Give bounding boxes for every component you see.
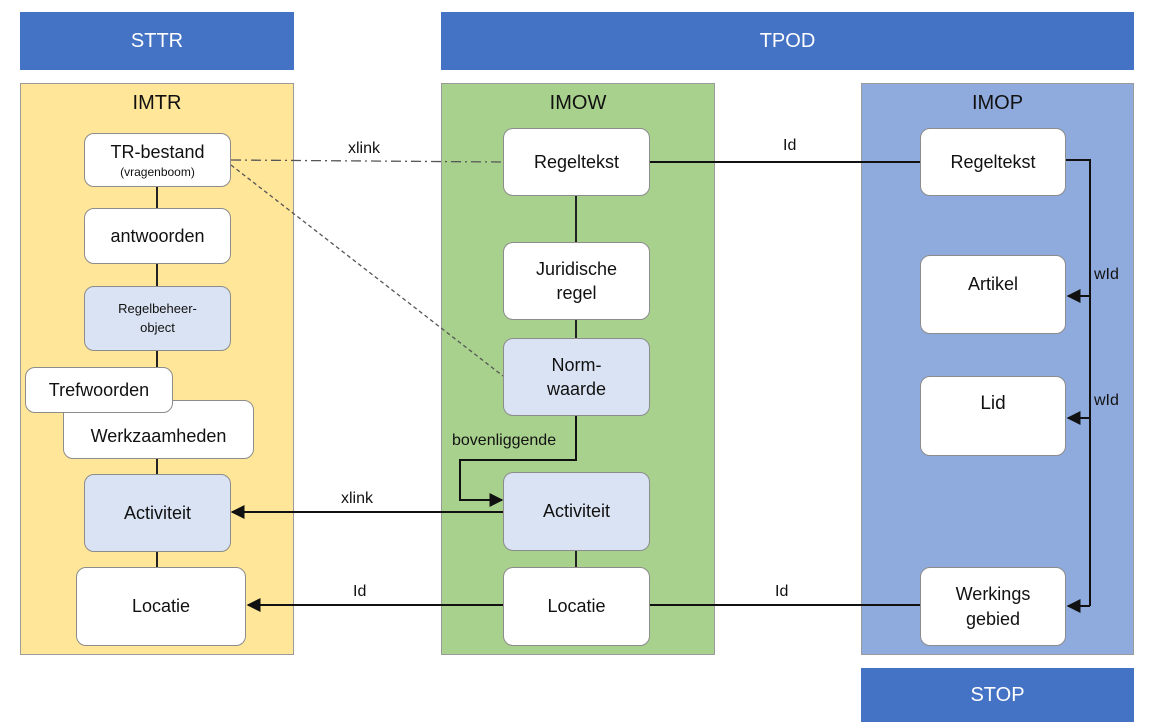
imtr-locatie-box: Locatie (76, 567, 246, 646)
normwaarde-box: Norm- waarde (503, 338, 650, 416)
id-top-label: Id (783, 137, 797, 154)
id-bottom-right-label: Id (775, 583, 789, 600)
imow-title: IMOW (549, 92, 607, 114)
imow-activiteit-box: Activiteit (503, 472, 650, 551)
xlink-top-label: xlink (348, 140, 381, 157)
regelbeheerobject-line1: Regelbeheer- (118, 300, 197, 316)
tr-bestand-label: TR-bestand (110, 141, 205, 162)
bovenliggende-label: bovenliggende (452, 432, 557, 449)
lid-box: Lid (920, 376, 1066, 456)
imow-regeltekst-label: Regeltekst (533, 151, 620, 172)
normwaarde-line2: waarde (546, 379, 607, 399)
stop-banner-label: STOP (970, 683, 1025, 706)
antwoorden-label: antwoorden (110, 225, 205, 246)
werkingsgebied-box: Werkings gebied (920, 567, 1066, 646)
werkzaamheden-label: Werkzaamheden (90, 426, 227, 447)
xlink-dashdot-line (230, 159, 504, 163)
juridische-regel-line2: regel (556, 283, 597, 303)
juridische-regel-box: Juridische regel (503, 242, 650, 320)
artikel-label: Artikel (967, 274, 1018, 294)
imop-title: IMOP (971, 92, 1024, 114)
tr-bestand-box: TR-bestand (vragenboom) (84, 133, 231, 187)
tpod-banner-label: TPOD (759, 29, 816, 52)
lid-label: Lid (980, 393, 1006, 414)
artikel-box: Artikel (920, 255, 1066, 334)
wid-bracket (1066, 159, 1091, 606)
regelbeheerobject-box: Regelbeheer- object (84, 286, 231, 351)
tr-bestand-sublabel: (vragenboom) (120, 165, 195, 180)
sttr-banner-label: STTR (130, 29, 184, 52)
trefwoorden-label: Trefwoorden (48, 379, 150, 400)
juridische-regel-line1: Juridische (535, 258, 618, 279)
imow-regeltekst-box: Regeltekst (503, 128, 650, 196)
wid-label-2: wId (1094, 392, 1119, 409)
werkingsgebied-line1: Werkings (955, 584, 1031, 605)
id-bottom-left-label: Id (353, 583, 367, 600)
normwaarde-line1: Norm- (551, 354, 602, 375)
imtr-title: IMTR (132, 92, 182, 114)
antwoorden-box: antwoorden (84, 208, 231, 264)
tpod-banner: TPOD (441, 12, 1134, 70)
imtr-activiteit-label: Activiteit (123, 502, 192, 523)
imop-regeltekst-box: Regeltekst (920, 128, 1066, 196)
imtr-activiteit-box: Activiteit (84, 474, 231, 552)
regelbeheerobject-line2: object (140, 319, 175, 335)
imtr-locatie-label: Locatie (131, 596, 191, 617)
trefwoorden-box: Trefwoorden (25, 367, 173, 413)
imop-regeltekst-label: Regeltekst (950, 151, 1036, 172)
imow-locatie-box: Locatie (503, 567, 650, 646)
normwaarde-dashed-line (230, 164, 504, 377)
imow-activiteit-label: Activiteit (542, 501, 611, 522)
werkingsgebied-line2: gebied (965, 608, 1021, 629)
wid-label-1: wId (1094, 266, 1119, 283)
imow-locatie-label: Locatie (547, 596, 606, 617)
bovenliggende-loop (459, 416, 577, 507)
xlink-mid-label: xlink (341, 490, 374, 507)
sttr-banner: STTR (20, 12, 294, 70)
stop-banner: STOP (861, 668, 1134, 722)
